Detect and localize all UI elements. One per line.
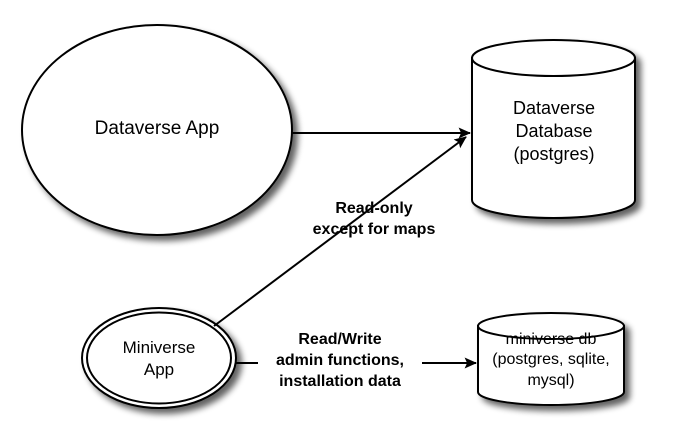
- edge-label-read-only-line-1: Read-only: [335, 200, 413, 217]
- dataverse-db-top: [471, 39, 636, 77]
- miniverse-app-ellipse-inner: [86, 311, 232, 405]
- edge-label-read-write-line-3: installation data: [279, 372, 401, 390]
- node-miniverse-app[interactable]: [81, 307, 237, 409]
- dataverse-db-body[interactable]: [471, 57, 636, 219]
- miniverse-db-body[interactable]: [477, 325, 625, 406]
- edge-label-read-write-line-2: admin functions,: [276, 351, 404, 369]
- edge-label-read-write: Read/Write admin functions, installation…: [258, 330, 422, 392]
- node-dataverse-app[interactable]: [21, 24, 293, 236]
- node-dataverse-database[interactable]: [471, 39, 636, 219]
- node-miniverse-db[interactable]: [477, 312, 625, 406]
- miniverse-db-top: [477, 312, 625, 340]
- dataverse-app-ellipse[interactable]: [21, 24, 293, 236]
- edge-label-read-only: Read-only except for maps: [288, 199, 460, 241]
- edge-label-read-write-line-1: Read/Write: [298, 331, 382, 348]
- edge-label-read-only-line-2: except for maps: [312, 220, 436, 238]
- edge-miniverse-to-dataverse-db-line[interactable]: [213, 136, 467, 327]
